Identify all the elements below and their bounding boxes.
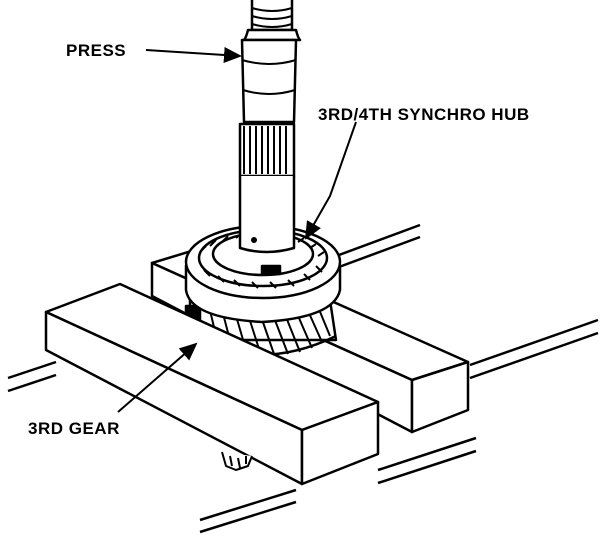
third-gear-leader [117, 342, 198, 413]
leader-lines [117, 46, 357, 413]
front-support-block [44, 282, 380, 486]
shaft-end [221, 451, 253, 471]
press-ram [238, 0, 302, 254]
press-label: PRESS [66, 41, 127, 60]
front-rail [7, 360, 477, 534]
third-gear-label: 3RD GEAR [28, 419, 120, 438]
synchro-hub-leader [305, 121, 357, 240]
press-leader [145, 46, 242, 63]
synchro-hub-label: 3RD/4TH SYNCHRO HUB [318, 105, 530, 124]
